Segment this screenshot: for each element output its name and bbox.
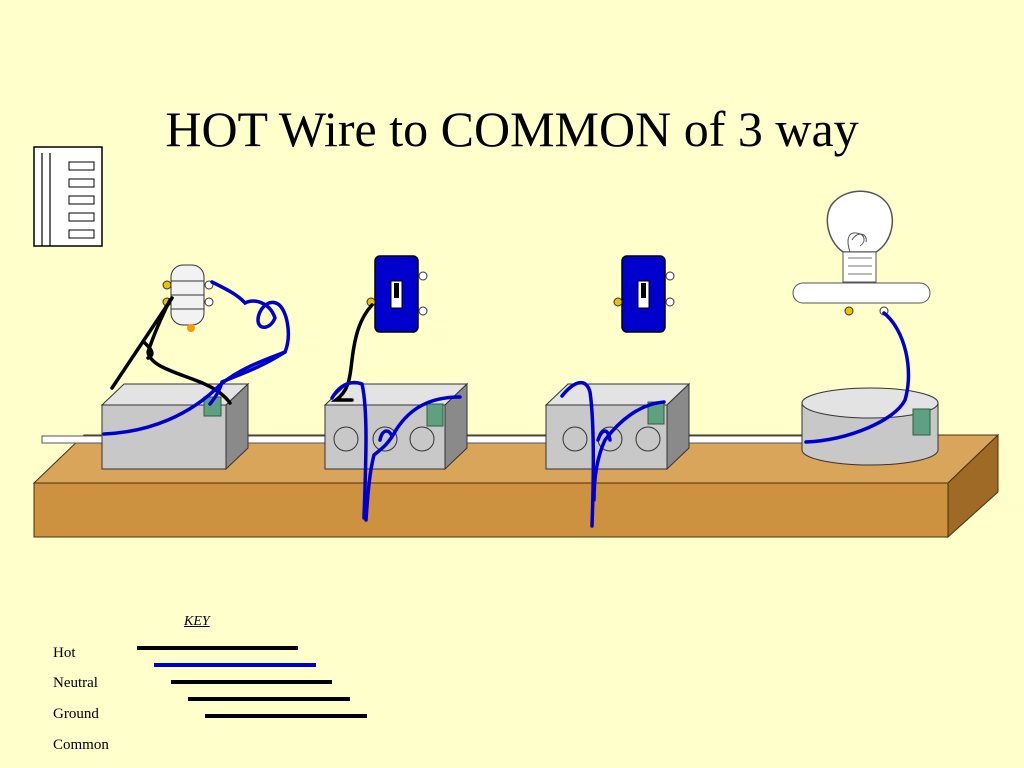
- key-label-hot: Hot: [53, 645, 76, 661]
- key-label-ground: Ground: [53, 706, 99, 722]
- key-label-neutral: Neutral: [53, 675, 98, 691]
- switch-icon: [366, 255, 428, 333]
- page-title: HOT Wire to COMMON of 3 way: [165, 101, 859, 157]
- neutral-wire: [102, 280, 911, 528]
- key-title: KEY: [184, 614, 210, 629]
- receptacle-icon: [162, 264, 214, 332]
- conduit: [41, 435, 804, 444]
- switch-icon: [613, 255, 675, 333]
- wooden-board: [32, 433, 1000, 539]
- light-bulb-icon: [792, 190, 931, 316]
- ceiling-box: [801, 387, 939, 466]
- key-label-common: Common: [53, 737, 109, 753]
- junction-box-2: [323, 382, 469, 471]
- key-lines: [137, 646, 367, 718]
- breaker-panel-icon: [33, 146, 103, 247]
